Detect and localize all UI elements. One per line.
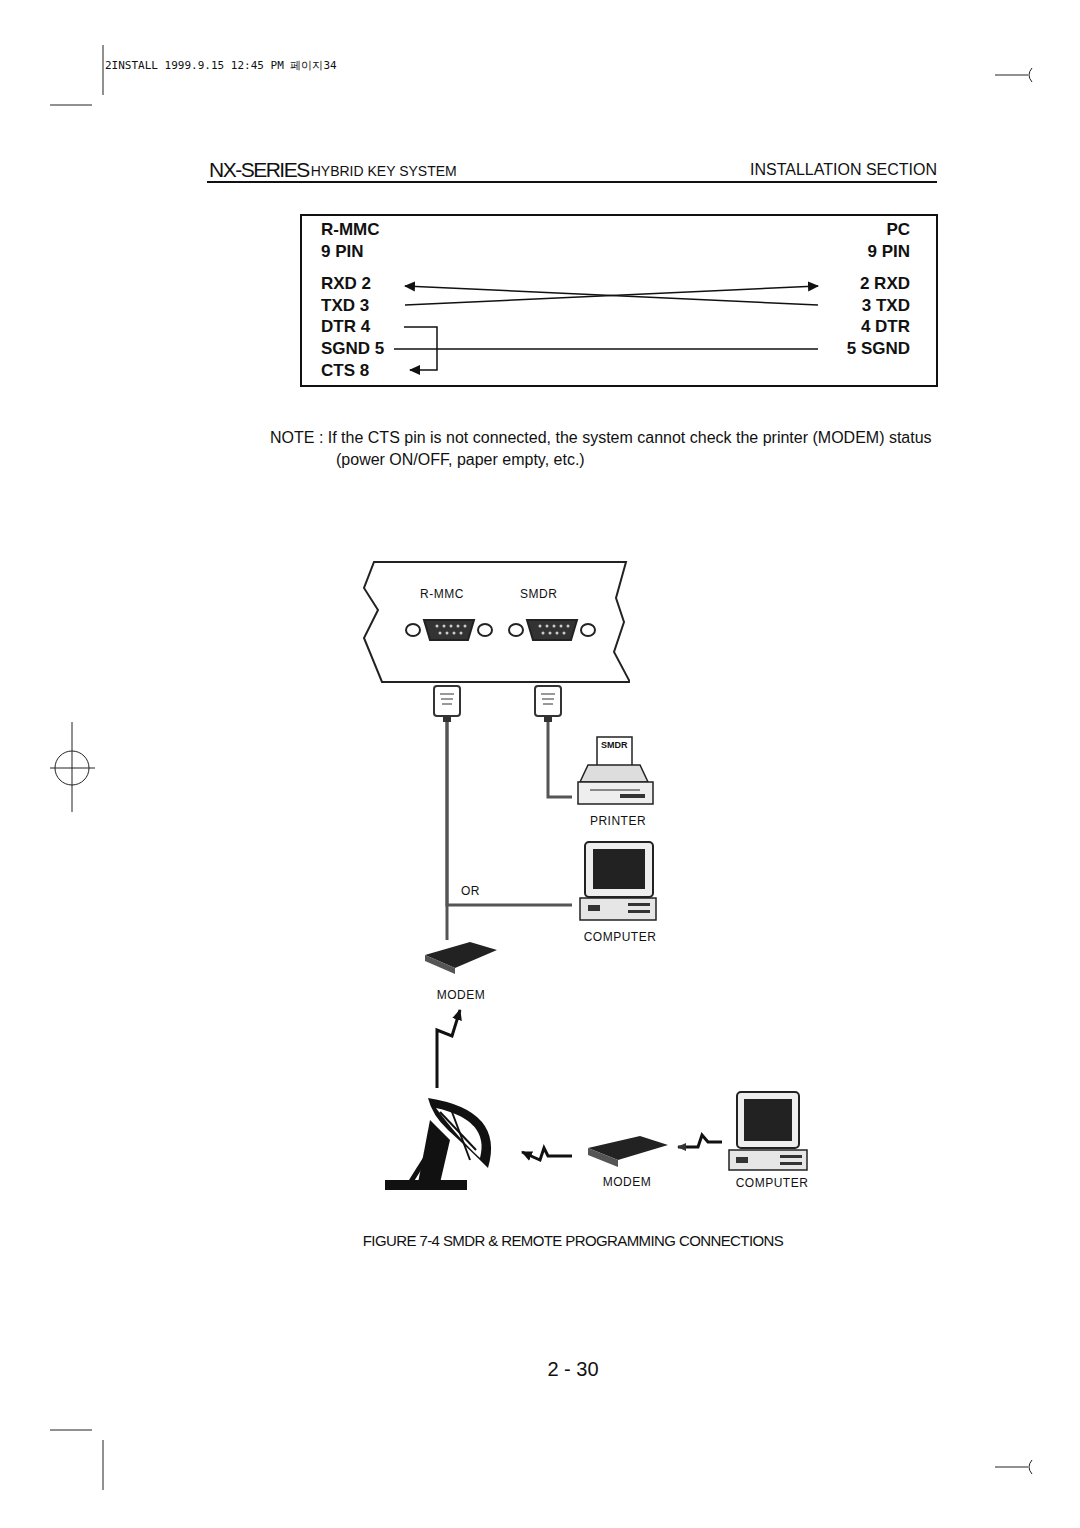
pinout-frame <box>301 215 937 386</box>
print-slug: 2INSTALL 1999.9.15 12:45 PM 페이지34 <box>105 60 337 73</box>
connector-name: PC <box>886 220 910 240</box>
wireless-link <box>522 1148 572 1160</box>
printer-drawing <box>578 737 653 804</box>
modem-drawing <box>425 955 455 974</box>
connector-name: R-MMC <box>321 220 380 240</box>
paper-label: SMDR <box>600 740 629 750</box>
printer-box: PRINTER <box>572 735 664 831</box>
computer-drawing <box>580 842 656 920</box>
modem-drawing <box>588 1148 618 1167</box>
wireless-link <box>437 1010 460 1088</box>
node-label: MODEM <box>437 989 486 1002</box>
header-text: HYBRID KEY SYSTEM <box>311 163 457 179</box>
pin-label: CTS 8 <box>321 361 369 381</box>
computer-box: COMPUTER <box>722 1090 822 1194</box>
pin-label: 2 RXD <box>860 274 910 294</box>
pin-label: SGND 5 <box>321 339 384 359</box>
node-label: COMPUTER <box>584 931 657 944</box>
cable <box>447 685 572 905</box>
figure-caption: FIGURE 7-4 SMDR & REMOTE PROGRAMMING CON… <box>363 1232 783 1249</box>
pinout-wires <box>394 286 818 370</box>
pin-label: 4 DTR <box>861 317 910 337</box>
pin-label: TXD 3 <box>321 296 369 316</box>
modem-box: MODEM <box>418 940 504 1006</box>
header-rule <box>207 181 937 183</box>
crop-marks <box>50 45 1032 1490</box>
page-number: 2 - 30 <box>547 1358 598 1381</box>
pin-count: 9 PIN <box>867 242 910 262</box>
node-label: SMDR <box>520 588 557 601</box>
computer-drawing <box>729 1092 807 1170</box>
modem-box: MODEM <box>578 1132 676 1194</box>
edge-label: OR <box>459 885 482 899</box>
node-label: PRINTER <box>590 815 646 828</box>
cable-plugs <box>434 686 561 722</box>
satellite-dish <box>385 1098 491 1190</box>
note-text: NOTE : If the CTS pin is not connected, … <box>270 427 966 472</box>
panel-outline <box>362 560 630 685</box>
link-arrow <box>678 1135 722 1147</box>
pin-label: DTR 4 <box>321 317 370 337</box>
section-title: INSTALLATION SECTION <box>750 161 937 179</box>
pin-label: RXD 2 <box>321 274 371 294</box>
node-label: MODEM <box>603 1176 652 1189</box>
pin-count: 9 PIN <box>321 242 364 262</box>
pin-label: 3 TXD <box>862 296 910 316</box>
series-name: NX-SERIES <box>209 158 309 182</box>
node-label: R-MMC <box>420 588 464 601</box>
panel-box: R-MMC SMDR <box>362 560 630 685</box>
node-label: COMPUTER <box>736 1177 809 1190</box>
pin-label: 5 SGND <box>847 339 910 359</box>
computer-box: COMPUTER <box>572 840 668 948</box>
